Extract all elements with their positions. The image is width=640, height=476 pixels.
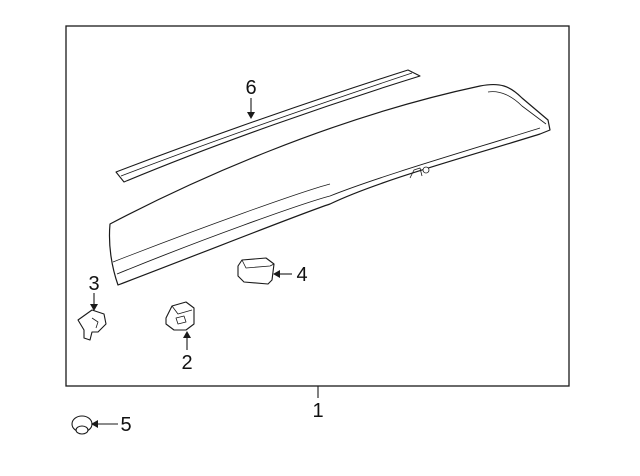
leader-lines [90,98,319,428]
callout-2: 2 [181,352,192,374]
callout-5: 5 [120,414,131,436]
callout-6: 6 [245,77,256,99]
callout-3: 3 [88,273,99,295]
part-5-nut [71,415,93,435]
callout-1: 1 [312,400,323,422]
part-1-spoiler [108,83,551,286]
part-2-clip [165,301,195,331]
part-4-block [237,257,275,285]
callout-4: 4 [296,264,307,286]
part-6-trim-strip [115,69,421,183]
part-3-retainer [77,309,107,341]
